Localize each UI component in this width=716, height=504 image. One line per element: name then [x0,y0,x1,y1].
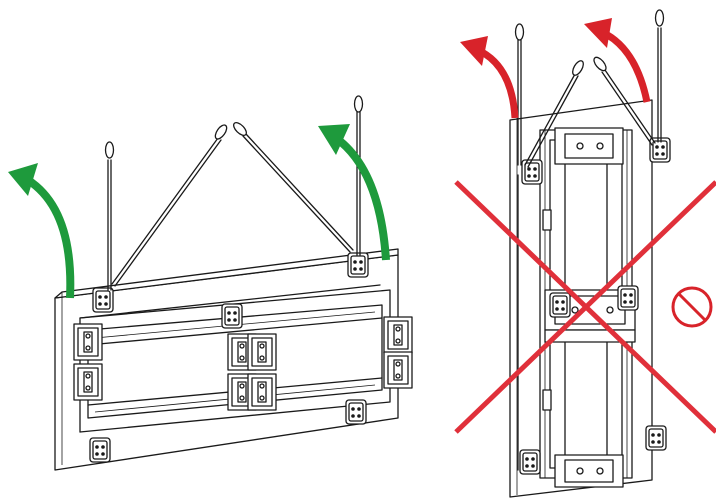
lifting-lug [645,425,667,451]
prohibited-sign-icon [671,286,713,328]
lifting-rods [514,9,665,471]
lifting-lug [521,159,543,185]
left-panel [8,95,413,471]
red-curved-arrow [600,28,651,103]
red-arrowhead [584,18,612,48]
green-arrowhead [8,163,38,196]
lifting-lug [92,287,114,313]
right-panel [454,9,716,498]
lifting-lug [649,137,671,163]
lifting-lug [345,399,367,425]
lifting-lug [519,449,541,475]
end-clamp-right [383,316,413,389]
end-clamp-top [554,127,624,165]
lifting-rods [104,95,364,291]
green-curved-arrow [333,134,390,261]
end-clamp-bottom [554,454,624,488]
lifting-lug [347,252,369,278]
green-curved-arrow [25,176,75,299]
red-curved-arrow [476,46,519,119]
red-arrowhead [460,36,488,66]
lifting-lug [617,285,639,311]
lifting-lug [221,303,243,329]
lifting-lug [549,292,571,318]
green-arrowhead [318,124,350,155]
lifting-lug [89,437,111,463]
red-x-cross [454,180,716,434]
